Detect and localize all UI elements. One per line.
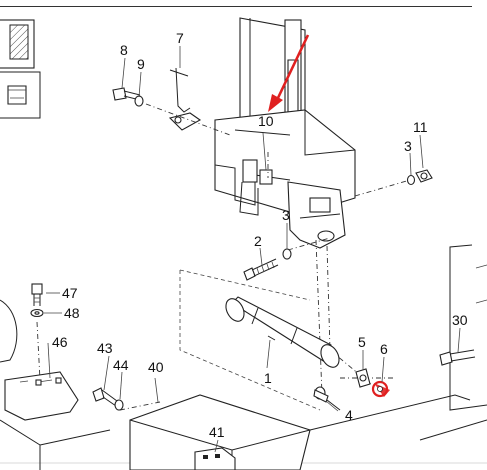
- right-frame-fragment: [449, 244, 487, 411]
- label-part-9: 9: [137, 56, 145, 72]
- part-3-washer-mid: [282, 248, 292, 260]
- main-casting: [214, 17, 356, 249]
- label-part-7: 7: [176, 30, 184, 46]
- part-9-washer: [134, 95, 144, 107]
- part-3-washer-right: [406, 174, 416, 186]
- part-47-bolt: [31, 283, 43, 306]
- label-part-46: 46: [52, 334, 68, 350]
- leader-lines: [44, 46, 461, 453]
- part-6-clip-highlight: [371, 380, 390, 398]
- part-44-washer: [114, 399, 124, 411]
- base-edge-lower: [419, 419, 487, 441]
- label-part-11: 11: [413, 119, 428, 135]
- label-part-6: 6: [380, 341, 388, 357]
- label-part-41: 41: [209, 424, 225, 440]
- label-part-2: 2: [254, 233, 262, 249]
- part-1-envelope: [179, 269, 321, 411]
- label-part-3-mid: 3: [282, 207, 290, 223]
- label-part-47: 47: [62, 285, 78, 301]
- label-part-40: 40: [148, 359, 164, 375]
- label-part-30: 30: [452, 312, 468, 328]
- part-8-screw: [112, 87, 141, 101]
- part-41-block: [194, 447, 236, 470]
- part-43-screw: [92, 387, 118, 407]
- part-5-fitting: [355, 368, 371, 388]
- part-1-shaft: [225, 296, 340, 368]
- part-4-pin: [313, 386, 341, 411]
- base-edge: [309, 394, 471, 431]
- part-labels: 8 9 7 10 11 3 3 2 1 4 5 6 30 47 48 46 43…: [52, 30, 468, 440]
- label-part-43: 43: [97, 340, 113, 356]
- part-46-plate: [0, 299, 111, 470]
- highlight-arrow: [268, 34, 310, 112]
- leader-10: [262, 132, 267, 171]
- label-part-48: 48: [64, 305, 80, 321]
- label-part-8: 8: [120, 42, 128, 58]
- label-part-4: 4: [345, 407, 353, 423]
- part-7-hook-rod: [168, 67, 202, 131]
- label-part-5: 5: [358, 334, 366, 350]
- part-11-nut: [415, 169, 433, 183]
- part-2-screw: [243, 258, 279, 281]
- part-30-bolt: [439, 349, 476, 366]
- label-part-3-right: 3: [404, 138, 412, 154]
- label-part-44: 44: [113, 357, 129, 373]
- label-part-1: 1: [264, 370, 272, 386]
- part-48-washer: [30, 308, 44, 318]
- label-part-10: 10: [258, 113, 274, 129]
- left-frame-fragment: [0, 19, 41, 119]
